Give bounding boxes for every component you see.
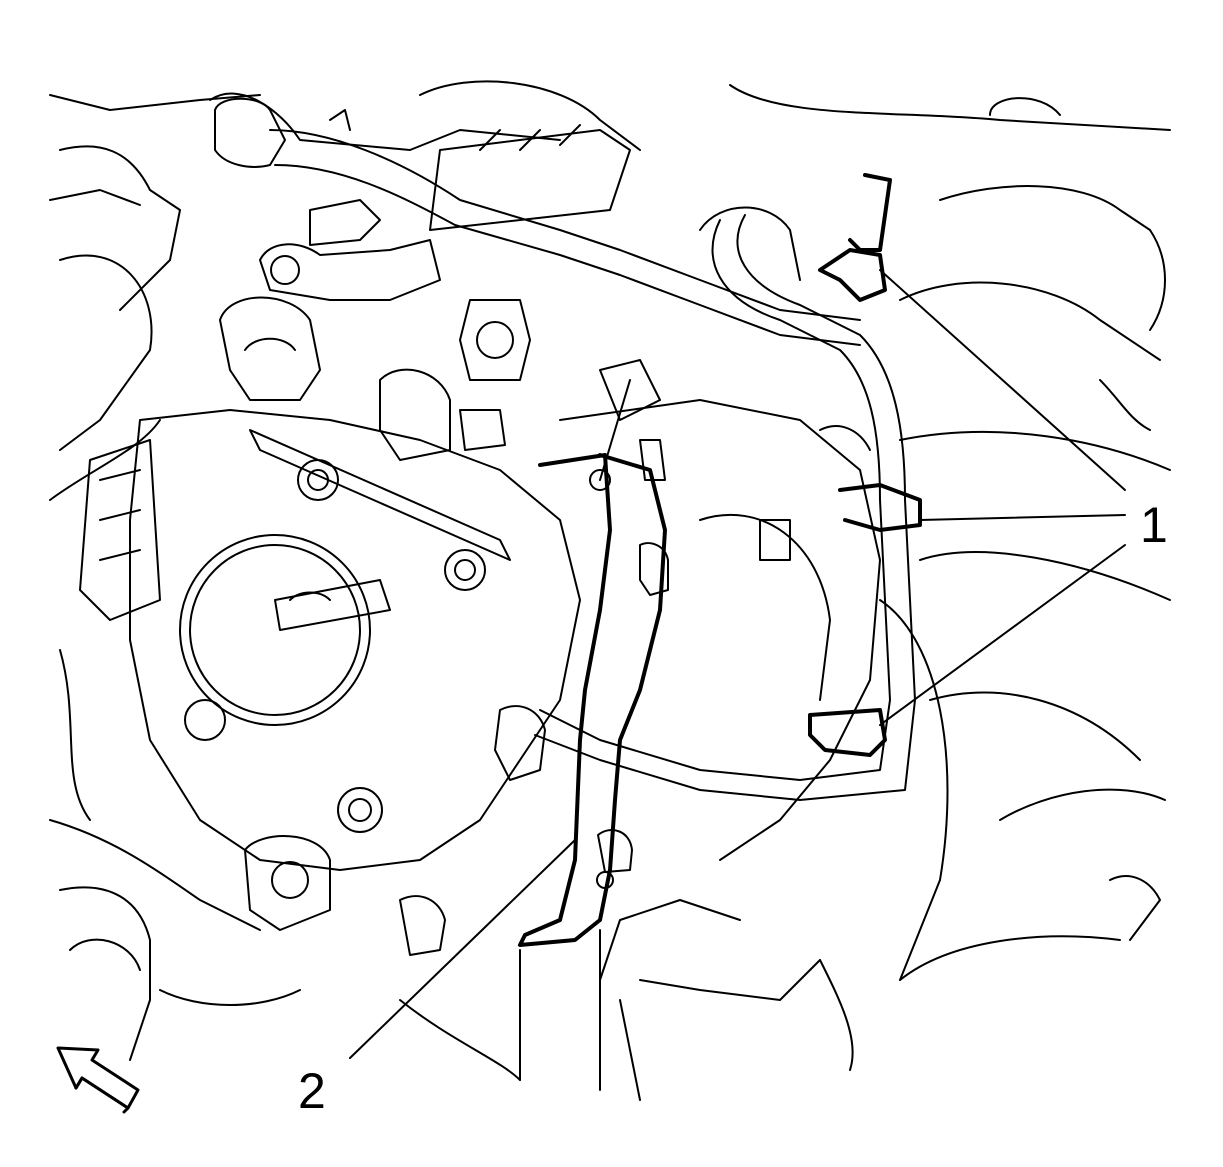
callout-1-label: 1: [1140, 497, 1168, 553]
vacuum-hose: [534, 214, 916, 801]
engine-background-outlines: [49, 80, 1171, 1081]
support-bracket-callout-2: [518, 453, 669, 947]
callout-2-label: 2: [298, 1063, 326, 1119]
upper-hose-assembly: [214, 97, 861, 346]
mounting-hardware: [219, 296, 871, 461]
throttle-body: [79, 409, 581, 956]
hose-clips-callout-1: [808, 173, 922, 757]
front-direction-arrow-icon: [56, 1046, 140, 1114]
callout-leader-lines: [349, 269, 1126, 1059]
